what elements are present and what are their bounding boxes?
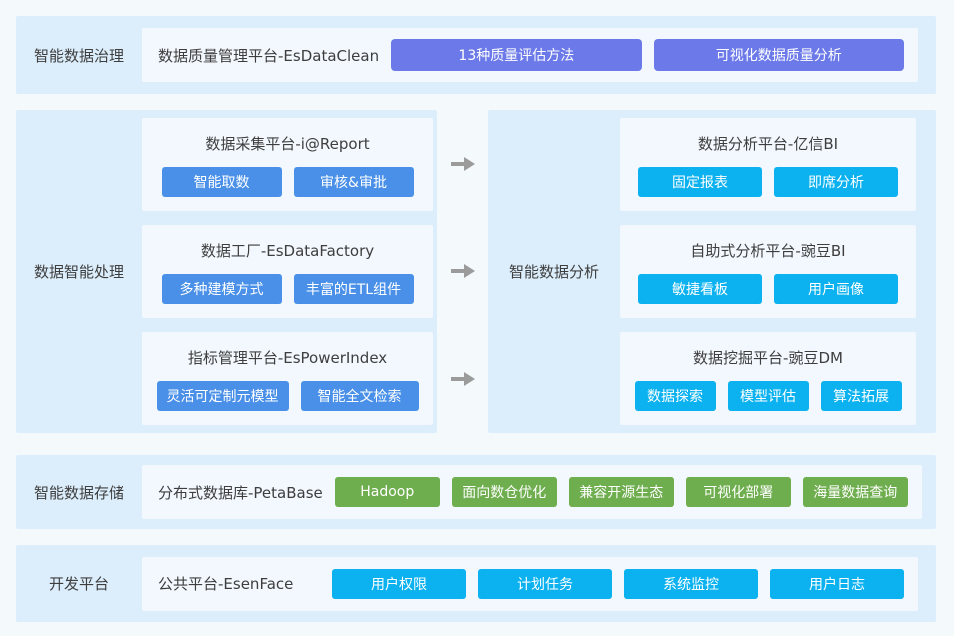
feature-button-quality-methods[interactable]: 13种质量评估方法 xyxy=(391,39,641,71)
flow-arrows xyxy=(437,110,488,433)
platform-name-espowerindex: 指标管理平台-EsPowerIndex xyxy=(188,347,387,368)
section-label-analysis: 智能数据分析 xyxy=(488,110,620,433)
feature-button-scheduled-tasks[interactable]: 计划任务 xyxy=(478,569,612,599)
processing-box: 数据智能处理 数据采集平台-i@Report 智能取数 审核&审批 数据工厂-E… xyxy=(16,110,437,433)
feature-button-modeling-modes[interactable]: 多种建模方式 xyxy=(162,274,282,304)
feature-button-model-eval[interactable]: 模型评估 xyxy=(728,381,809,411)
platform-name-esdatafactory: 数据工厂-EsDataFactory xyxy=(201,240,374,261)
platform-name-ireport: 数据采集平台-i@Report xyxy=(205,133,369,154)
dev-panel: 公共平台-EsenFace 用户权限 计划任务 系统监控 用户日志 xyxy=(142,557,918,611)
feature-button-user-profile[interactable]: 用户画像 xyxy=(774,274,898,304)
feature-button-meta-model[interactable]: 灵活可定制元模型 xyxy=(157,381,289,411)
wandou-dm-buttons: 数据探索 模型评估 算法拓展 xyxy=(635,381,902,411)
platform-name-wandou-bi: 自助式分析平台-豌豆BI xyxy=(690,240,845,261)
platform-name-petabase: 分布式数据库-PetaBase xyxy=(142,482,323,503)
platform-name-esdataclean: 数据质量管理平台-EsDataClean xyxy=(142,45,379,66)
feature-button-data-explore[interactable]: 数据探索 xyxy=(635,381,716,411)
governance-feature-buttons: 13种质量评估方法 可视化数据质量分析 xyxy=(391,39,904,71)
yixin-bi-buttons: 固定报表 即席分析 xyxy=(638,167,898,197)
subbox-ireport: 数据采集平台-i@Report 智能取数 审核&审批 xyxy=(142,118,433,211)
right-arrow-icon xyxy=(451,264,475,278)
section-label-governance: 智能数据治理 xyxy=(16,45,142,66)
storage-panel: 分布式数据库-PetaBase Hadoop 面向数仓优化 兼容开源生态 可视化… xyxy=(142,465,922,519)
governance-band: 智能数据治理 数据质量管理平台-EsDataClean 13种质量评估方法 可视… xyxy=(16,16,936,94)
feature-button-visual-deploy[interactable]: 可视化部署 xyxy=(686,477,791,507)
feature-button-hadoop[interactable]: Hadoop xyxy=(335,477,440,507)
feature-button-fulltext-search[interactable]: 智能全文检索 xyxy=(301,381,419,411)
feature-button-etl-components[interactable]: 丰富的ETL组件 xyxy=(294,274,414,304)
ireport-buttons: 智能取数 审核&审批 xyxy=(162,167,414,197)
right-arrow-icon xyxy=(451,372,475,386)
governance-panel: 数据质量管理平台-EsDataClean 13种质量评估方法 可视化数据质量分析 xyxy=(142,28,918,82)
middle-section: 数据智能处理 数据采集平台-i@Report 智能取数 审核&审批 数据工厂-E… xyxy=(16,110,936,433)
wandou-bi-buttons: 敏捷看板 用户画像 xyxy=(638,274,898,304)
platform-name-yixin-bi: 数据分析平台-亿信BI xyxy=(698,133,838,154)
esdatafactory-buttons: 多种建模方式 丰富的ETL组件 xyxy=(162,274,414,304)
subbox-yixin-bi: 数据分析平台-亿信BI 固定报表 即席分析 xyxy=(620,118,916,211)
feature-button-agile-dashboard[interactable]: 敏捷看板 xyxy=(638,274,762,304)
subbox-wandou-bi: 自助式分析平台-豌豆BI 敏捷看板 用户画像 xyxy=(620,225,916,318)
analysis-box: 智能数据分析 数据分析平台-亿信BI 固定报表 即席分析 自助式分析平台-豌豆B… xyxy=(488,110,936,433)
feature-button-fixed-reports[interactable]: 固定报表 xyxy=(638,167,762,197)
feature-button-visual-quality-analysis[interactable]: 可视化数据质量分析 xyxy=(654,39,904,71)
feature-button-adhoc-analysis[interactable]: 即席分析 xyxy=(774,167,898,197)
feature-button-smart-fetch[interactable]: 智能取数 xyxy=(162,167,282,197)
feature-button-user-permissions[interactable]: 用户权限 xyxy=(332,569,466,599)
subbox-esdatafactory: 数据工厂-EsDataFactory 多种建模方式 丰富的ETL组件 xyxy=(142,225,433,318)
feature-button-audit-approve[interactable]: 审核&审批 xyxy=(294,167,414,197)
feature-button-user-logs[interactable]: 用户日志 xyxy=(770,569,904,599)
storage-band: 智能数据存储 分布式数据库-PetaBase Hadoop 面向数仓优化 兼容开… xyxy=(16,455,936,529)
right-arrow-icon xyxy=(451,157,475,171)
espowerindex-buttons: 灵活可定制元模型 智能全文检索 xyxy=(157,381,419,411)
section-label-storage: 智能数据存储 xyxy=(16,482,142,503)
feature-button-massive-query[interactable]: 海量数据查询 xyxy=(803,477,908,507)
subbox-wandou-dm: 数据挖掘平台-豌豆DM 数据探索 模型评估 算法拓展 xyxy=(620,332,916,425)
section-label-dev: 开发平台 xyxy=(16,573,142,594)
dev-feature-buttons: 用户权限 计划任务 系统监控 用户日志 xyxy=(305,569,904,599)
platform-name-esenface: 公共平台-EsenFace xyxy=(142,573,293,594)
platform-name-wandou-dm: 数据挖掘平台-豌豆DM xyxy=(693,347,843,368)
feature-button-system-monitor[interactable]: 系统监控 xyxy=(624,569,758,599)
feature-button-algorithm-extend[interactable]: 算法拓展 xyxy=(821,381,902,411)
processing-subboxes: 数据采集平台-i@Report 智能取数 审核&审批 数据工厂-EsDataFa… xyxy=(142,110,437,433)
section-label-processing: 数据智能处理 xyxy=(16,110,142,433)
dev-band: 开发平台 公共平台-EsenFace 用户权限 计划任务 系统监控 用户日志 xyxy=(16,545,936,622)
analysis-subboxes: 数据分析平台-亿信BI 固定报表 即席分析 自助式分析平台-豌豆BI 敏捷看板 … xyxy=(620,110,936,433)
feature-button-opensource-compat[interactable]: 兼容开源生态 xyxy=(569,477,674,507)
feature-button-dw-optimized[interactable]: 面向数仓优化 xyxy=(452,477,557,507)
storage-feature-buttons: Hadoop 面向数仓优化 兼容开源生态 可视化部署 海量数据查询 xyxy=(335,477,908,507)
subbox-espowerindex: 指标管理平台-EsPowerIndex 灵活可定制元模型 智能全文检索 xyxy=(142,332,433,425)
